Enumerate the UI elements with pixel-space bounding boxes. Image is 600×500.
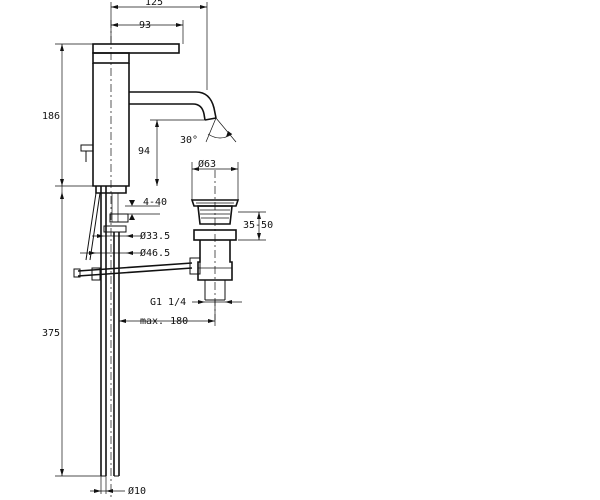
dim-top xyxy=(110,2,208,90)
popup-rod xyxy=(73,262,193,281)
dim-waste-thread-label: G1 1/4 xyxy=(150,297,186,308)
dim-hose xyxy=(90,476,125,494)
dim-deck-thickness: 4-40 xyxy=(143,197,167,208)
dim-spout-angle: 30° xyxy=(180,135,198,146)
waste-tailpiece xyxy=(204,280,226,300)
lever-handle xyxy=(92,43,180,54)
spout xyxy=(129,91,217,121)
dim-base xyxy=(80,251,142,255)
dim-base-diameter: Ø46.5 xyxy=(140,247,170,259)
mounting-washer xyxy=(103,225,127,233)
waste-fitting xyxy=(189,199,240,301)
dim-waste-diameter-label: Ø63 xyxy=(198,158,216,170)
center-lines xyxy=(110,20,216,500)
supply-hoses xyxy=(85,186,120,477)
dim-total-height-lower: 375 xyxy=(42,328,60,339)
dim-spout-height: 94 xyxy=(138,146,150,157)
dim-375 xyxy=(55,186,101,477)
dim-waste-height xyxy=(238,211,266,241)
faucet-body xyxy=(80,43,180,194)
deck-shank xyxy=(103,193,129,262)
dim-hole xyxy=(92,234,142,238)
waste-plug xyxy=(190,199,240,207)
dim-rod-length-label: max. 180 xyxy=(140,316,188,327)
rod-clamp xyxy=(91,267,101,281)
dim-94 xyxy=(150,119,205,186)
dim-186 xyxy=(55,43,96,187)
dim-hose-diameter: Ø10 xyxy=(128,485,146,497)
dim-total-height-upper: 186 xyxy=(42,111,60,122)
dim-spout-offset: 93 xyxy=(139,20,151,31)
dim-spout-reach: 125 xyxy=(145,0,163,8)
dim-waste-height-label: 35-50 xyxy=(243,220,273,231)
dim-rod-length xyxy=(119,300,216,326)
dim-waste-diameter xyxy=(191,162,239,200)
dim-hole-diameter: Ø33.5 xyxy=(140,230,170,242)
popup-knob xyxy=(80,144,94,152)
dim-angle xyxy=(205,117,237,143)
dim-waste-thread xyxy=(192,300,242,304)
waste-flange xyxy=(197,205,233,225)
mounting-nut xyxy=(109,213,129,223)
dim-4-40 xyxy=(125,200,160,220)
